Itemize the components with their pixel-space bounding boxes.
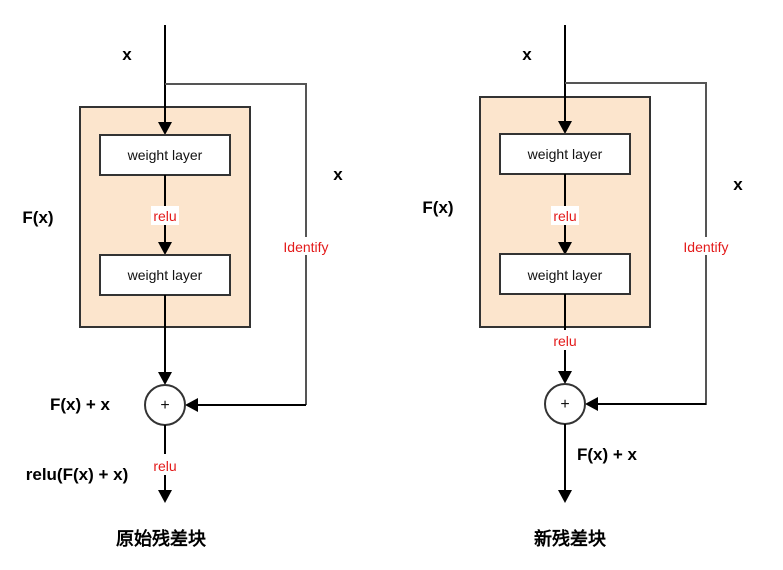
- original-inner-relu-bg: [151, 206, 179, 225]
- original-output-label: relu(F(x) + x): [26, 465, 129, 484]
- new-function-label: F(x): [422, 198, 453, 217]
- original-to-adder-arrowhead: [158, 372, 172, 385]
- original-input-arrowhead: [158, 122, 172, 135]
- new-identify-label: Identify: [683, 239, 728, 255]
- original-output-relu-label: relu: [153, 458, 176, 474]
- new-input-label: x: [522, 45, 532, 64]
- original-input-label: x: [122, 45, 132, 64]
- new-output-label: F(x) + x: [577, 445, 638, 464]
- new-weight-layer-1-label: weight layer: [527, 146, 603, 162]
- original-inner-arrowhead: [158, 242, 172, 255]
- new-skip-arrowhead: [585, 397, 598, 411]
- new-skip-label: x: [733, 175, 743, 194]
- new-post-relu-label: relu: [553, 333, 576, 349]
- original-identify-label: Identify: [283, 239, 328, 255]
- new-weight-layer-2: [499, 253, 631, 295]
- new-inner-arrowhead: [558, 242, 572, 255]
- new-adder-symbol: +: [560, 396, 569, 413]
- original-skip-connection: [165, 83, 307, 405]
- original-skip-arrowhead: [185, 398, 198, 412]
- original-sum-label: F(x) + x: [50, 395, 111, 414]
- original-weight-layer-2-label: weight layer: [127, 267, 203, 283]
- original-output-arrowhead: [158, 490, 172, 503]
- original-weight-layer-2: [99, 254, 231, 296]
- original-skip-label: x: [333, 165, 343, 184]
- new-output-arrowhead: [558, 490, 572, 503]
- new-identify-bg: [683, 237, 729, 255]
- new-weight-layer-2-label: weight layer: [527, 267, 603, 283]
- original-inner-relu-label: relu: [153, 208, 176, 224]
- original-adder-symbol: +: [160, 397, 169, 414]
- new-residual-block: weight layer relu weight layer relu + x …: [422, 25, 743, 550]
- original-function-label: F(x): [22, 208, 53, 227]
- original-block-title: 原始残差块: [116, 528, 207, 550]
- new-input-arrowhead: [558, 121, 572, 134]
- new-inner-relu-label: relu: [553, 208, 576, 224]
- new-inner-relu-bg: [551, 206, 579, 225]
- new-to-adder-arrowhead: [558, 371, 572, 384]
- original-residual-block: weight layer relu weight layer + relu x …: [22, 25, 343, 550]
- original-weight-layer-1-label: weight layer: [127, 147, 203, 163]
- new-block-title: 新残差块: [534, 528, 607, 550]
- original-identify-bg: [283, 237, 329, 255]
- new-skip-connection: [565, 82, 707, 405]
